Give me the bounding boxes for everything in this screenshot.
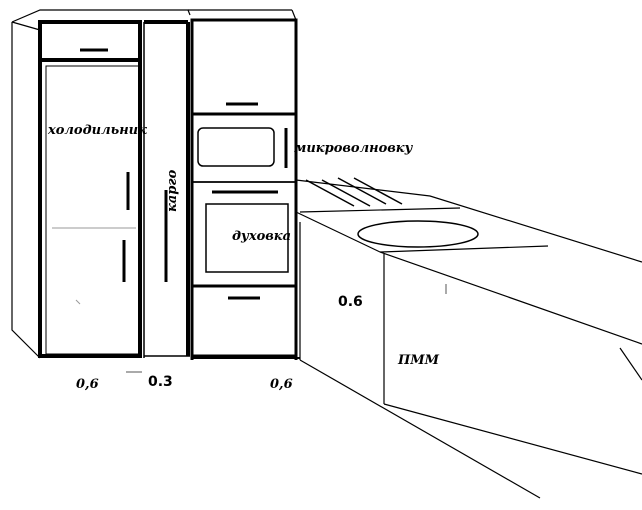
fridge-cabinet (11, 20, 145, 359)
cargo-label: карго (165, 169, 180, 212)
fridge-width-label: 0,6 (76, 377, 99, 392)
cargo-cabinet (144, 20, 190, 357)
cooktop-lines (305, 177, 403, 207)
microwave-label: микроволновку (294, 141, 414, 156)
dishwasher-label: ПММ (397, 353, 440, 368)
fridge-label: холодильник (47, 123, 147, 138)
counter-depth-label: 0.6 (338, 294, 363, 310)
top-shelf (11, 9, 297, 23)
sketch-marks (126, 284, 447, 373)
oven-label: духовка (232, 229, 291, 244)
fridge-shading (52, 227, 136, 305)
sink (357, 220, 479, 248)
oven-window (205, 203, 289, 273)
oven-column (190, 18, 300, 360)
microwave-window (197, 127, 275, 167)
countertop (295, 179, 642, 499)
cargo-width-label: 0.3 (148, 374, 173, 390)
oven-column-width-label: 0,6 (270, 377, 293, 392)
